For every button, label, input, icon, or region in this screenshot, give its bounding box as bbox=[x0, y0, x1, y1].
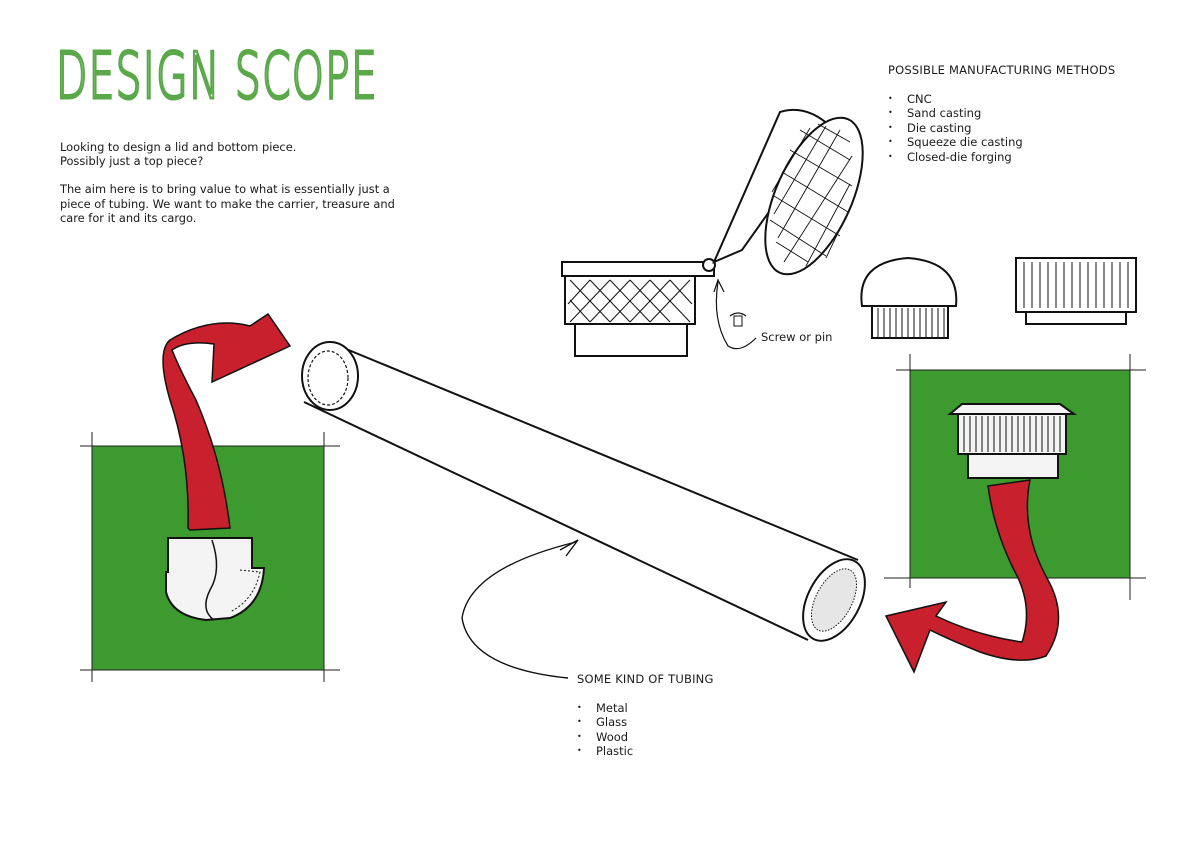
tubing-annotation-arrow bbox=[461, 541, 577, 679]
list-item: Closed-die forging bbox=[888, 150, 1143, 165]
manufacturing-methods-panel: POSSIBLE MANUFACTURING METHODS CNC Sand … bbox=[888, 63, 1143, 164]
left-red-arrow bbox=[162, 312, 292, 531]
ribbed-sleeve-sketch bbox=[1015, 257, 1137, 325]
tubing-panel: SOME KIND OF TUBING Metal Glass Wood Pla… bbox=[577, 672, 807, 759]
dome-cap-sketch bbox=[860, 256, 958, 339]
page-title-text: DESIGN SCOPE bbox=[56, 40, 378, 110]
list-item: Wood bbox=[577, 730, 807, 745]
manufacturing-list: CNC Sand casting Die casting Squeeze die… bbox=[888, 92, 1143, 164]
tubing-heading: SOME KIND OF TUBING bbox=[577, 672, 714, 686]
manufacturing-heading: POSSIBLE MANUFACTURING METHODS bbox=[888, 63, 1116, 77]
intro-paragraph-1: Looking to design a lid and bottom piece… bbox=[60, 140, 420, 168]
list-item: Sand casting bbox=[888, 106, 1143, 121]
list-item: Metal bbox=[577, 701, 807, 716]
intro-line-1: Looking to design a lid and bottom piece… bbox=[60, 140, 297, 154]
intro-text: Looking to design a lid and bottom piece… bbox=[60, 140, 420, 239]
right-red-arrow bbox=[884, 479, 1060, 674]
tubing-list: Metal Glass Wood Plastic bbox=[577, 701, 807, 759]
intro-paragraph-2: The aim here is to bring value to what i… bbox=[60, 182, 395, 225]
list-item: Plastic bbox=[577, 744, 807, 759]
tube-sketch bbox=[301, 341, 866, 642]
list-item: Squeeze die casting bbox=[888, 135, 1143, 150]
screw-sketch bbox=[713, 278, 757, 350]
list-item: CNC bbox=[888, 92, 1143, 107]
top-cap-sketch bbox=[947, 403, 1078, 479]
list-item: Glass bbox=[577, 715, 807, 730]
list-item: Die casting bbox=[888, 121, 1143, 136]
intro-line-2: Possibly just a top piece? bbox=[60, 154, 204, 169]
hinged-lid-sketch bbox=[561, 108, 864, 357]
screw-label: Screw or pin bbox=[761, 330, 833, 344]
page-title: DESIGN SCOPE bbox=[55, 40, 378, 110]
bottom-cap-section bbox=[165, 537, 266, 622]
